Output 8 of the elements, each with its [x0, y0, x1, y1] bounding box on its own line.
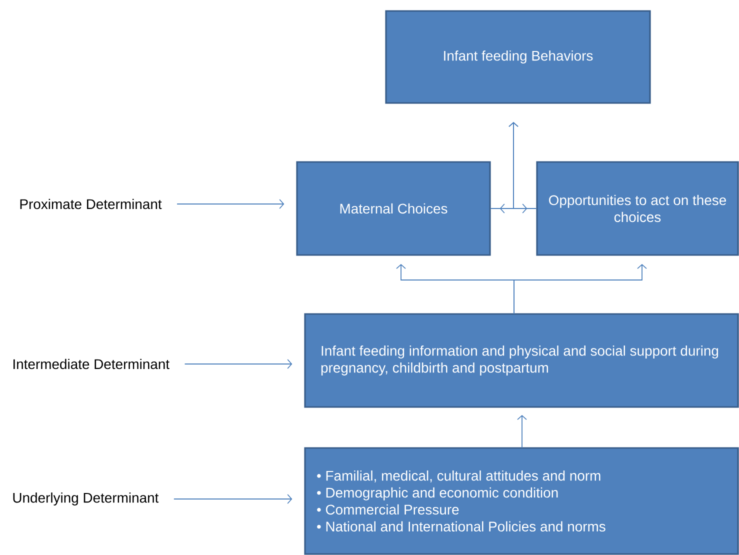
- process-box: Maternal Choices: [296, 161, 491, 256]
- level-label: Underlying Determinant: [13, 492, 159, 506]
- process-box: Infant feeding Behaviors: [385, 10, 651, 104]
- process-box: Infant feeding information and physical and social support during pregnancy, childbirth and postpartum: [304, 313, 739, 408]
- level-label: Intermediate Determinant: [14, 358, 170, 370]
- level-label: Proximate Determinant: [20, 198, 162, 210]
- process-box: • Familial, medical, cultural attitudes and norm • Demographic and economic condition • Commercial Pressure • National and International Policies and norms: [304, 447, 739, 555]
- process-box: Opportunities to act on these choices: [536, 161, 739, 256]
